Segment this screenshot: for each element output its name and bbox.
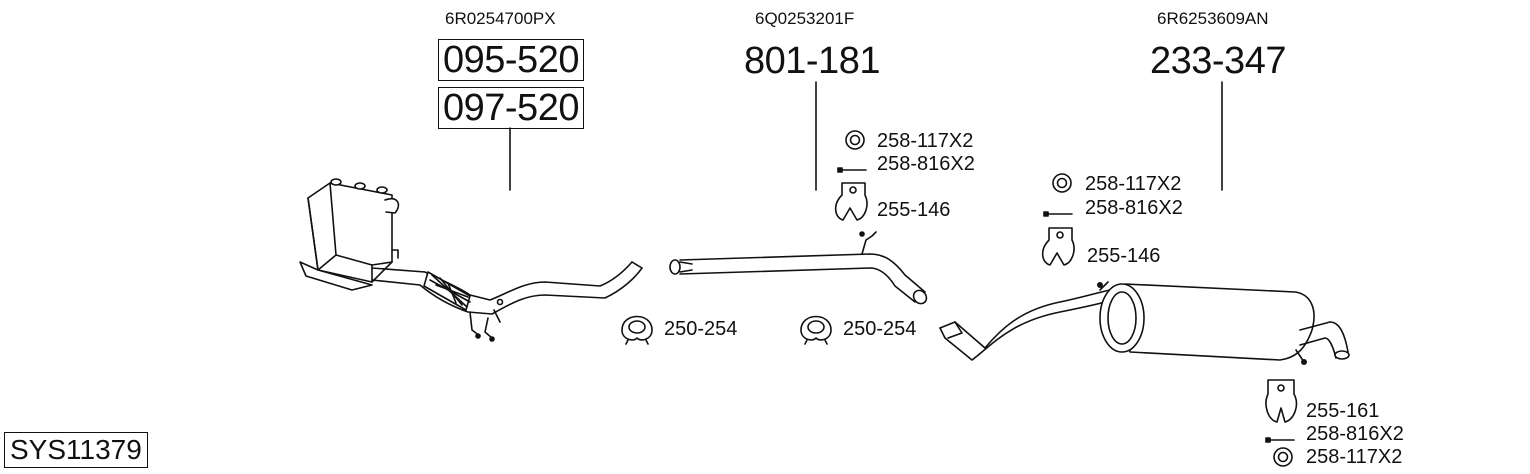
- bolt-icon: [837, 167, 867, 173]
- rubber-hanger-icon: [1265, 379, 1298, 423]
- part-number-095-520[interactable]: 095-520: [438, 39, 584, 81]
- rubber-hanger-icon: [1041, 227, 1075, 266]
- washer-icon: [845, 130, 865, 150]
- part-number-233-347[interactable]: 233-347: [1150, 40, 1286, 82]
- fitting-label-bolt-rear[interactable]: 258-816X2: [1085, 197, 1183, 219]
- bolt-icon: [1043, 211, 1073, 217]
- clamp-icon: [800, 315, 832, 345]
- washer-icon: [1273, 447, 1293, 467]
- fitting-label-hanger-rear[interactable]: 255-146: [1087, 245, 1161, 267]
- system-code: SYS11379: [4, 432, 148, 468]
- fitting-label-clamp-1[interactable]: 250-254: [664, 318, 738, 340]
- part-number-801-181[interactable]: 801-181: [744, 40, 880, 82]
- fitting-label-washer-rear[interactable]: 258-117X2: [1085, 173, 1182, 195]
- fitting-label-washer-middle[interactable]: 258-117X2: [877, 130, 974, 152]
- fitting-label-washer-tail[interactable]: 258-117X2: [1306, 446, 1403, 468]
- bolt-icon: [1265, 437, 1295, 443]
- clamp-icon: [621, 315, 653, 345]
- fitting-label-bolt-tail[interactable]: 258-816X2: [1306, 423, 1404, 445]
- oem-number-middle: 6Q0253201F: [755, 9, 855, 28]
- fitting-label-hanger-tail[interactable]: 255-161: [1306, 400, 1380, 422]
- rear-silencer-part: [939, 281, 1350, 365]
- washer-icon: [1052, 173, 1072, 193]
- part-number-097-520[interactable]: 097-520: [438, 87, 584, 129]
- dpf-catalyst-part: [299, 178, 643, 342]
- oem-number-rear: 6R6253609AN: [1157, 9, 1269, 28]
- middle-pipe-part: [669, 231, 928, 305]
- fitting-label-bolt-middle[interactable]: 258-816X2: [877, 153, 975, 175]
- fitting-label-hanger-middle[interactable]: 255-146: [877, 199, 951, 221]
- fitting-label-clamp-2[interactable]: 250-254: [843, 318, 917, 340]
- rubber-hanger-icon: [834, 182, 868, 221]
- oem-number-dpf: 6R0254700PX: [445, 9, 556, 28]
